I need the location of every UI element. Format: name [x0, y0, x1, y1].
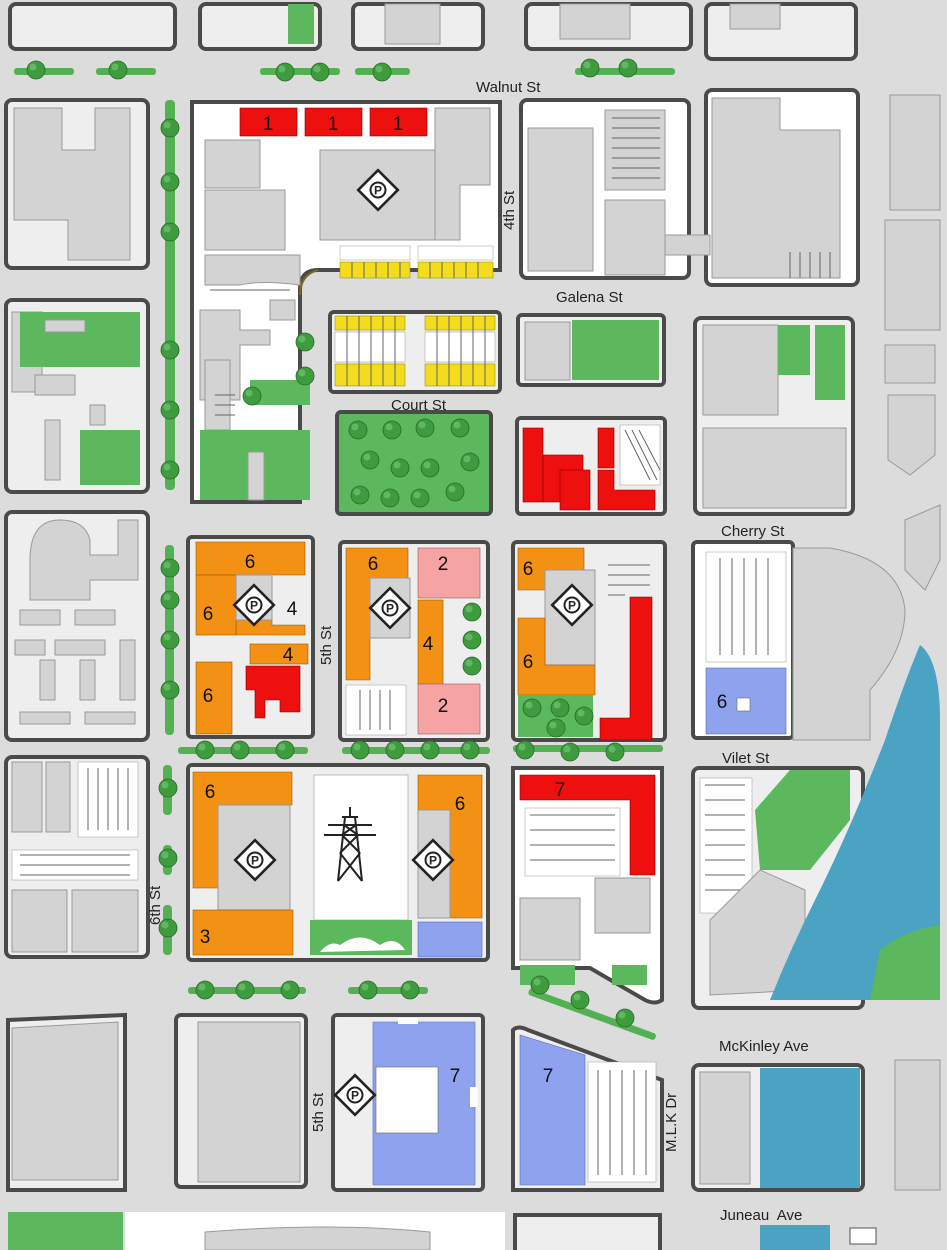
parcel-label: 7	[450, 1066, 461, 1087]
street-label-walnut: Walnut St	[476, 79, 541, 96]
tree-strip-west	[160, 100, 180, 490]
parcel-label: 6	[523, 652, 534, 673]
street-label-vilet: Vilet St	[722, 750, 770, 767]
parcel-label: 6	[203, 604, 214, 625]
street-label-5th-south: 5th St	[310, 1092, 327, 1132]
tree-strip-walnut	[14, 58, 675, 82]
street-label-court: Court St	[391, 397, 447, 414]
parcel-label: 7	[555, 780, 566, 801]
parcel-label: 6	[203, 686, 214, 707]
parcel-label: 4	[423, 634, 434, 655]
parcel-label: 6	[245, 552, 256, 573]
river	[770, 645, 940, 1000]
parcel-label: 6	[455, 794, 466, 815]
tree-strip-mckinley	[188, 975, 656, 1040]
tree-strip-6th	[158, 545, 180, 955]
street-label-6th: 6th St	[147, 885, 164, 925]
parcel-label: 4	[283, 645, 294, 666]
parcel-label: 2	[438, 696, 449, 717]
street-label-4th: 4th St	[501, 190, 518, 230]
parcel-label: 1	[263, 114, 274, 135]
power-tower-icon	[324, 807, 376, 882]
parcel-label: 6	[368, 554, 379, 575]
street-label-juneau: Juneau Ave	[720, 1207, 802, 1224]
street-label-mlk: M.L.K Dr	[663, 1093, 680, 1152]
street-label-galena: Galena St	[556, 289, 624, 306]
street-label-cherry: Cherry St	[721, 523, 785, 540]
street-label-mckinley: McKinley Ave	[719, 1038, 809, 1055]
street-label-5th-north: 5th St	[318, 625, 335, 665]
parcel-label: 6	[523, 559, 534, 580]
parcel-label: 6	[205, 782, 216, 803]
tree-strip-vilet	[178, 740, 663, 762]
parcel-label: 7	[543, 1066, 554, 1087]
parking-stalls	[339, 245, 494, 279]
parcel-label: 3	[200, 927, 211, 948]
parcel-label: 2	[438, 554, 449, 575]
parcel-label: 1	[393, 114, 404, 135]
parcel-label: 6	[717, 692, 728, 713]
parcel-label: 1	[328, 114, 339, 135]
parcel-label: 4	[287, 599, 298, 620]
